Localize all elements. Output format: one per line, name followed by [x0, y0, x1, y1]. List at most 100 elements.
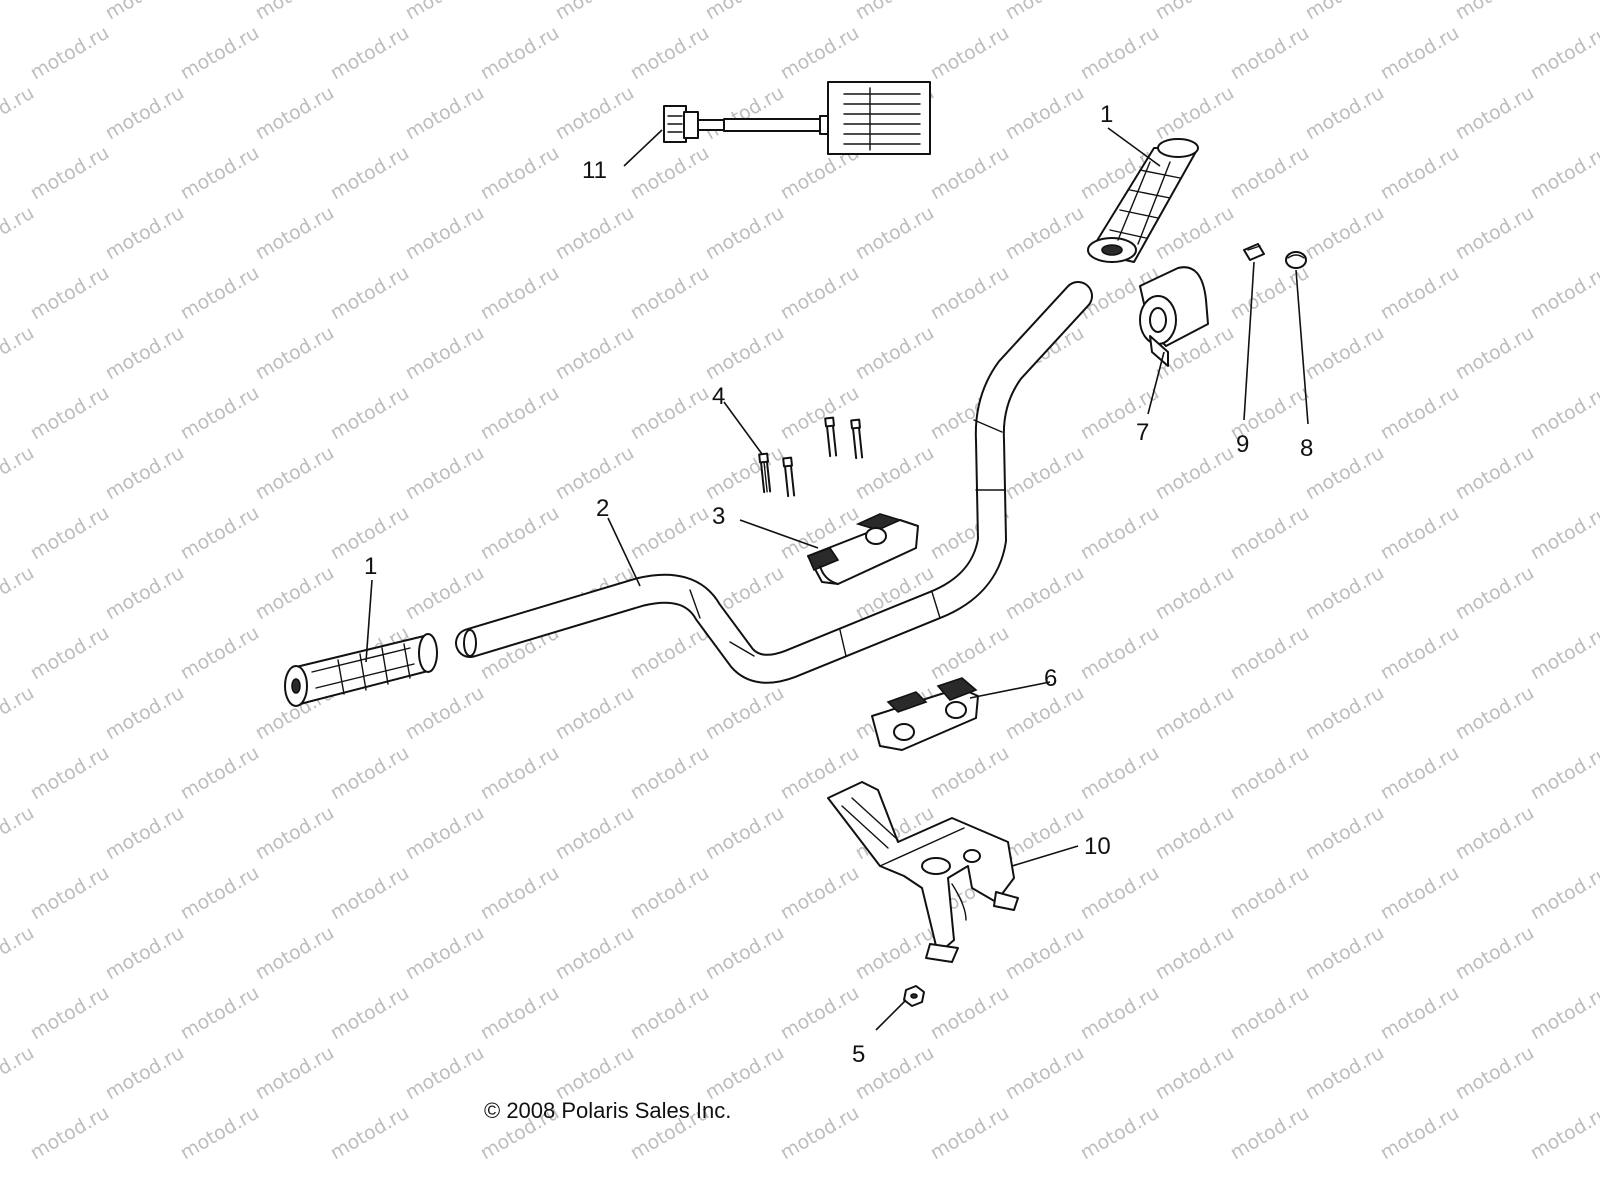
- watermark-text: motod.ru: [627, 622, 713, 685]
- watermark-text: motod.ru: [1452, 562, 1538, 625]
- watermark-text: motod.ru: [777, 982, 863, 1045]
- watermark-text: motod.ru: [0, 682, 38, 745]
- watermark-text: motod.ru: [102, 682, 188, 745]
- watermark-text: motod.ru: [552, 682, 638, 745]
- watermark-text: motod.ru: [1527, 622, 1600, 685]
- watermark-text: motod.ru: [402, 562, 488, 625]
- callout-2: 2: [596, 495, 609, 522]
- watermark-text: motod.ru: [252, 1042, 338, 1105]
- watermark-text: motod.ru: [1302, 922, 1388, 985]
- watermark-text: motod.ru: [852, 442, 938, 505]
- watermark-text: motod.ru: [852, 922, 938, 985]
- callout-6: 6: [1044, 665, 1057, 692]
- watermark-text: motod.ru: [1077, 1102, 1163, 1165]
- watermark-text: motod.ru: [27, 262, 113, 325]
- watermark-text: motod.ru: [1452, 322, 1538, 385]
- watermark-text: motod.ru: [1452, 202, 1538, 265]
- watermark-text: motod.ru: [102, 802, 188, 865]
- watermark-text: motod.ru: [402, 82, 488, 145]
- watermark-text: motod.ru: [0, 1042, 38, 1105]
- watermark-text: motod.ru: [1002, 802, 1088, 865]
- watermark-text: motod.ru: [102, 442, 188, 505]
- watermark-text: motod.ru: [1002, 202, 1088, 265]
- watermark-text: motod.ru: [27, 1102, 113, 1165]
- watermark-text: motod.ru: [1077, 382, 1163, 445]
- bolts: [758, 416, 864, 498]
- callouts: 11 1 2 3 4 1 6 10 5 7 9 8: [364, 101, 1313, 1068]
- watermark-text: motod.ru: [627, 22, 713, 85]
- watermark-text: motod.ru: [177, 262, 263, 325]
- watermark-text: motod.ru: [1377, 622, 1463, 685]
- grip-right: [1087, 138, 1199, 263]
- watermark-text: motod.ru: [1527, 982, 1600, 1045]
- watermark-text: motod.ru: [927, 982, 1013, 1045]
- watermark-text: motod.ru: [1002, 922, 1088, 985]
- callout-8: 8: [1300, 435, 1313, 462]
- upper-clamp: [806, 513, 919, 585]
- watermark-text: motod.ru: [1377, 742, 1463, 805]
- watermark-text: motod.ru: [1527, 742, 1600, 805]
- watermark-text: motod.ru: [777, 262, 863, 325]
- copyright-notice: © 2008 Polaris Sales Inc.: [484, 1098, 732, 1123]
- watermark-text: motod.ru: [252, 82, 338, 145]
- watermark-text: motod.ru: [1002, 1042, 1088, 1105]
- watermark-text: motod.ru: [27, 742, 113, 805]
- watermark-text: motod.ru: [552, 322, 638, 385]
- callout-7: 7: [1136, 419, 1149, 446]
- callout-11: 11: [582, 157, 607, 184]
- watermark-text: motod.ru: [0, 0, 38, 24]
- watermark-text: motod.ru: [627, 502, 713, 565]
- watermark-text: motod.ru: [702, 202, 788, 265]
- watermark-text: motod.ru: [852, 322, 938, 385]
- watermark-text: motod.ru: [627, 382, 713, 445]
- watermark-text: motod.ru: [327, 862, 413, 925]
- watermark-text: motod.ru: [27, 502, 113, 565]
- watermark-text: motod.ru: [552, 802, 638, 865]
- watermark-text: motod.ru: [777, 22, 863, 85]
- watermark-text: motod.ru: [1452, 0, 1538, 24]
- watermark-text: motod.ru: [1527, 382, 1600, 445]
- watermark-text: motod.ru: [1152, 442, 1238, 505]
- callout-5: 5: [852, 1041, 865, 1068]
- watermark-text: motod.ru: [1002, 82, 1088, 145]
- watermark-text: motod.ru: [1302, 0, 1388, 24]
- watermark-text: motod.ru: [627, 742, 713, 805]
- watermark-text: motod.ru: [402, 922, 488, 985]
- leader-lines: [365, 127, 1309, 1031]
- watermark-text: motod.ru: [1302, 562, 1388, 625]
- watermark-text: motod.ru: [1002, 0, 1088, 24]
- heater-harness: [663, 81, 931, 155]
- watermark-text: motod.ru: [102, 202, 188, 265]
- watermark-text: motod.ru: [1302, 682, 1388, 745]
- watermark-text: motod.ru: [852, 202, 938, 265]
- watermark-text: motod.ru: [252, 322, 338, 385]
- watermark-text: motod.ru: [1302, 1042, 1388, 1105]
- watermark-text: motod.ru: [1452, 922, 1538, 985]
- watermark-text: motod.ru: [1527, 1102, 1600, 1165]
- watermark-text: motod.ru: [252, 562, 338, 625]
- watermark-text: motod.ru: [1227, 982, 1313, 1045]
- watermark-text: motod.ru: [1227, 742, 1313, 805]
- watermark-text: motod.ru: [102, 1042, 188, 1105]
- watermark-text: motod.ru: [552, 0, 638, 24]
- watermark-text: motod.ru: [1002, 442, 1088, 505]
- watermark-text: motod.ru: [402, 0, 488, 24]
- watermark-text: motod.ru: [177, 1102, 263, 1165]
- watermark-text: motod.ru: [1377, 22, 1463, 85]
- watermark-text: motod.ru: [1377, 142, 1463, 205]
- watermark-text: motod.ru: [477, 742, 563, 805]
- watermark-text: motod.ru: [552, 922, 638, 985]
- watermark-text: motod.ru: [177, 382, 263, 445]
- watermark-text: motod.ru: [1377, 982, 1463, 1045]
- watermark-text: motod.ru: [1527, 862, 1600, 925]
- watermark-text: motod.ru: [27, 622, 113, 685]
- watermark-text: motod.ru: [852, 0, 938, 24]
- watermark-text: motod.ru: [1452, 442, 1538, 505]
- watermark-text: motod.ru: [1527, 22, 1600, 85]
- watermark-text: motod.ru: [477, 22, 563, 85]
- watermark-text: motod.ru: [177, 142, 263, 205]
- watermark-text: motod.ru: [177, 622, 263, 685]
- watermark-text: motod.ru: [1002, 562, 1088, 625]
- watermark-text: motod.ru: [1152, 0, 1238, 24]
